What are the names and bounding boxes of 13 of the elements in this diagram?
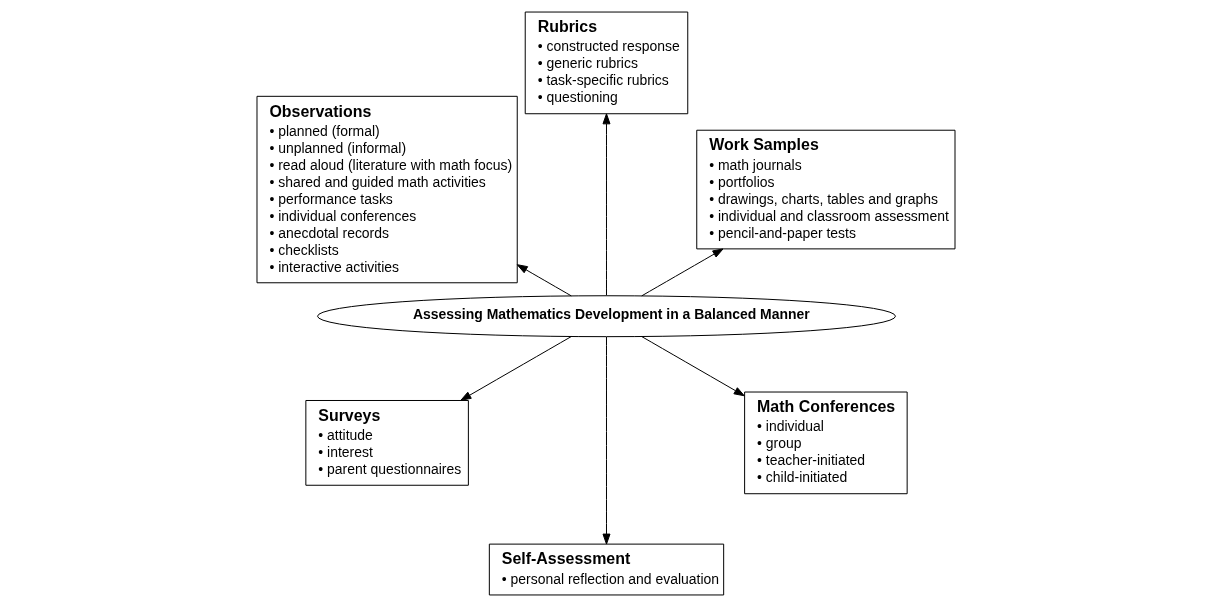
node-box: Self-Assessment • personal reflection and evaluation	[488, 543, 724, 596]
arrow	[516, 264, 572, 297]
arrow	[459, 336, 572, 401]
node-box: Observations • planned (formal) • unplanned (informal) • read aloud (literature with math focus) • shared and guided math activities • performance tasks • individual conferences • anecdotal records • checklists • interactive activities	[256, 95, 518, 284]
node-box: Work Samples • math journals • portfolios • drawings, charts, tables and graphs • individual and classroom assessment • pencil-and-paper tests	[695, 129, 955, 250]
node-box: Rubrics • constructed response • generic rubrics • task-specific rubrics • questioning	[524, 11, 688, 115]
node-box: Math Conferences • individual • group • teacher-initiated • child-initiated	[743, 391, 908, 495]
node-box: Surveys • attitude • interest • parent questionnaires	[304, 400, 469, 486]
arrow	[640, 248, 723, 297]
arrow	[640, 336, 745, 397]
arrow	[602, 336, 610, 545]
arrow	[602, 113, 610, 296]
node-ellipse: Assessing Mathematics Development in a Balanced Manner	[316, 295, 896, 338]
